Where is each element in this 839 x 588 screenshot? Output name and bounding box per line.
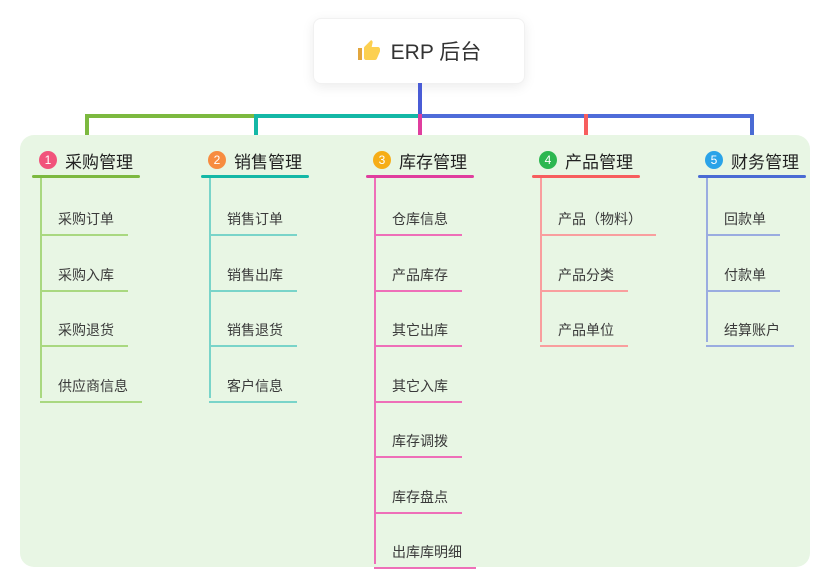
child-node[interactable]: 其它入库 — [374, 368, 462, 403]
branch-number-badge: 1 — [39, 151, 57, 169]
child-node[interactable]: 付款单 — [706, 257, 780, 292]
branches-panel — [20, 135, 810, 567]
branch-number-badge: 5 — [705, 151, 723, 169]
branch-number-badge: 3 — [373, 151, 391, 169]
child-node[interactable]: 库存盘点 — [374, 479, 462, 514]
branch-drop-sales — [254, 114, 258, 142]
branch-child-connector — [40, 178, 42, 398]
child-node[interactable]: 库存调拨 — [374, 423, 462, 458]
branch-underline — [201, 175, 309, 178]
child-node[interactable]: 回款单 — [706, 201, 780, 236]
branch-underline — [698, 175, 806, 178]
child-node[interactable]: 采购退货 — [40, 312, 128, 347]
child-node[interactable]: 产品库存 — [374, 257, 462, 292]
child-node[interactable]: 产品（物料） — [540, 201, 656, 236]
branch-label: 采购管理 — [65, 152, 133, 172]
child-node[interactable]: 结算账户 — [706, 312, 794, 347]
child-node[interactable]: 销售退货 — [209, 312, 297, 347]
branch-drop-product — [584, 114, 588, 142]
branch-header[interactable]: 2 销售管理 — [201, 148, 302, 172]
thumbs-up-icon — [357, 40, 380, 60]
branch-label: 财务管理 — [731, 152, 799, 172]
child-node[interactable]: 产品单位 — [540, 312, 628, 347]
child-node[interactable]: 客户信息 — [209, 368, 297, 403]
branch-header[interactable]: 4 产品管理 — [532, 148, 633, 172]
root-node[interactable]: ERP 后台 — [313, 18, 525, 84]
branch-drop-inventory — [418, 114, 422, 142]
branch-underline — [532, 175, 640, 178]
branch-label: 销售管理 — [234, 152, 302, 172]
branch-number-badge: 2 — [208, 151, 226, 169]
branch-child-connector — [540, 178, 542, 342]
branch-drop-finance — [750, 114, 754, 142]
child-node[interactable]: 采购订单 — [40, 201, 128, 236]
root-label: ERP 后台 — [390, 41, 482, 64]
branch-child-connector — [209, 178, 211, 398]
child-node[interactable]: 其它出库 — [374, 312, 462, 347]
branch-number-badge: 4 — [539, 151, 557, 169]
child-node[interactable]: 仓库信息 — [374, 201, 462, 236]
root-stem-line — [418, 83, 422, 116]
child-node[interactable]: 采购入库 — [40, 257, 128, 292]
connector-segment-middle — [256, 114, 419, 118]
branch-header[interactable]: 5 财务管理 — [698, 148, 799, 172]
branch-drop-purchase — [85, 114, 89, 142]
child-node[interactable]: 产品分类 — [540, 257, 628, 292]
branch-header[interactable]: 1 采购管理 — [32, 148, 133, 172]
branch-child-connector — [706, 178, 708, 342]
connector-segment-left — [85, 114, 256, 118]
child-node[interactable]: 销售出库 — [209, 257, 297, 292]
branch-label: 库存管理 — [399, 152, 467, 172]
child-node[interactable]: 销售订单 — [209, 201, 297, 236]
child-node[interactable]: 供应商信息 — [40, 368, 142, 403]
branch-label: 产品管理 — [565, 152, 633, 172]
branch-underline — [32, 175, 140, 178]
branch-underline — [366, 175, 474, 178]
child-node[interactable]: 出库库明细 — [374, 534, 476, 569]
branch-child-connector — [374, 178, 376, 564]
branch-header[interactable]: 3 库存管理 — [366, 148, 467, 172]
